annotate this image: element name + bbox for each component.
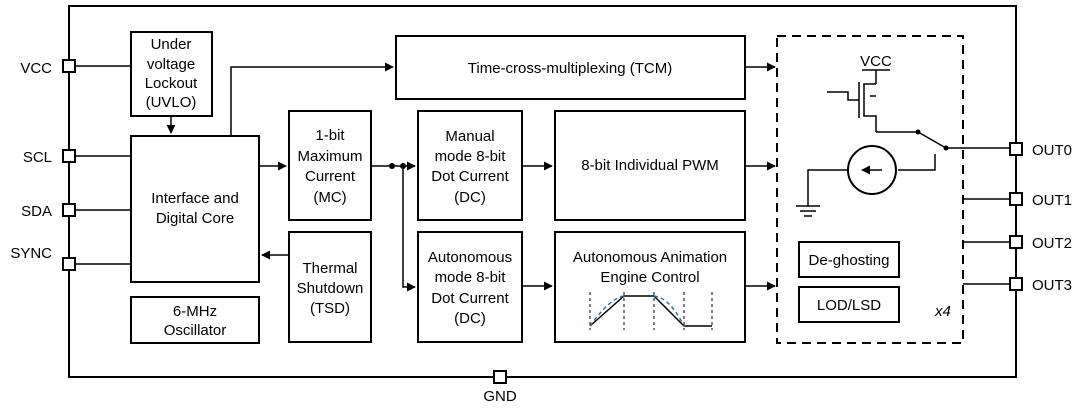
- autonomous-dc-block: Autonomous mode 8-bit Dot Current (DC): [417, 231, 523, 343]
- svg-text:Manual: Manual: [445, 128, 494, 145]
- output-channel-region: [776, 35, 964, 344]
- svg-text:Dot Current: Dot Current: [431, 168, 509, 185]
- pin-sda-label: SDA: [21, 203, 52, 220]
- pin-scl: SCL: [23, 149, 76, 166]
- oscillator-block: 6-MHz Oscillator: [130, 296, 260, 344]
- channel-multiplier-label: x4: [934, 303, 951, 320]
- interface-digital-core-block: Interface and Digital Core: [130, 135, 260, 283]
- pin-out3-label: OUT3: [1032, 277, 1072, 294]
- svg-text:Under: Under: [151, 36, 192, 53]
- svg-text:LOD/LSD: LOD/LSD: [817, 297, 881, 314]
- svg-text:8-bit Individual PWM: 8-bit Individual PWM: [581, 157, 719, 174]
- svg-text:Autonomous: Autonomous: [428, 249, 512, 266]
- svg-text:mode 8-bit: mode 8-bit: [435, 148, 507, 165]
- connection-lines: [75, 62, 1010, 292]
- deghosting-block: De-ghosting: [798, 241, 900, 278]
- pin-sda: SDA: [21, 203, 76, 220]
- pin-out1-label: OUT1: [1032, 192, 1072, 209]
- pin-vcc-label: VCC: [20, 60, 52, 77]
- svg-text:6-MHz: 6-MHz: [173, 303, 217, 320]
- uvlo-block: Under voltage Lockout (UVLO): [130, 31, 213, 117]
- pmos-transistor-icon: [827, 69, 918, 133]
- max-current-block: 1-bit Maximum Current (MC): [288, 110, 372, 221]
- pin-out1: OUT1: [1009, 192, 1072, 209]
- pin-sync: SYNC: [10, 245, 76, 271]
- svg-text:Time-cross-multiplexing (TCM): Time-cross-multiplexing (TCM): [468, 60, 672, 77]
- svg-text:Lockout: Lockout: [145, 75, 198, 92]
- pin-gnd-label: GND: [483, 388, 517, 405]
- pin-vcc: VCC: [20, 59, 76, 77]
- thermal-shutdown-block: Thermal Shutdown (TSD): [288, 231, 372, 343]
- svg-text:Autonomous Animation: Autonomous Animation: [573, 249, 727, 266]
- pin-out0-label: OUT0: [1032, 142, 1072, 159]
- svg-text:voltage: voltage: [147, 56, 195, 73]
- tcm-block: Time-cross-multiplexing (TCM): [395, 35, 746, 100]
- pin-scl-label: SCL: [23, 149, 52, 166]
- pin-sync-label: SYNC: [10, 245, 52, 262]
- svg-text:Engine Control: Engine Control: [600, 269, 699, 286]
- switch-icon: [898, 129, 1010, 171]
- pin-out2: OUT2: [1009, 235, 1072, 252]
- svg-text:1-bit: 1-bit: [315, 127, 345, 144]
- lod-lsd-block: LOD/LSD: [798, 286, 900, 323]
- svg-text:Current: Current: [305, 168, 356, 185]
- svg-text:(UVLO): (UVLO): [146, 94, 197, 111]
- pin-gnd: GND: [483, 370, 517, 405]
- ground-icon: [796, 205, 820, 217]
- pin-out0: OUT0: [1009, 142, 1072, 159]
- svg-text:Oscillator: Oscillator: [164, 322, 227, 339]
- current-source-icon: [807, 145, 897, 206]
- pin-out2-label: OUT2: [1032, 235, 1072, 252]
- svg-text:Shutdown: Shutdown: [297, 280, 364, 297]
- svg-text:Interface and: Interface and: [151, 190, 239, 207]
- pwm-block: 8-bit Individual PWM: [554, 110, 746, 221]
- svg-text:mode 8-bit: mode 8-bit: [435, 269, 507, 286]
- svg-text:Digital Core: Digital Core: [156, 210, 234, 227]
- svg-text:(DC): (DC): [454, 189, 486, 206]
- svg-text:(TSD): (TSD): [310, 300, 350, 317]
- inner-vcc-label: VCC: [860, 53, 892, 70]
- svg-text:Maximum: Maximum: [297, 148, 362, 165]
- svg-text:Dot Current: Dot Current: [431, 290, 509, 307]
- animation-engine-block: Autonomous Animation Engine Control: [554, 231, 746, 343]
- manual-dc-block: Manual mode 8-bit Dot Current (DC): [417, 110, 523, 221]
- svg-text:(DC): (DC): [454, 310, 486, 327]
- pin-out3: OUT3: [1009, 277, 1072, 294]
- svg-text:(MC): (MC): [313, 189, 346, 206]
- svg-text:De-ghosting: De-ghosting: [809, 252, 890, 269]
- svg-text:Thermal: Thermal: [302, 260, 357, 277]
- fade-waveform-icon: [589, 292, 713, 330]
